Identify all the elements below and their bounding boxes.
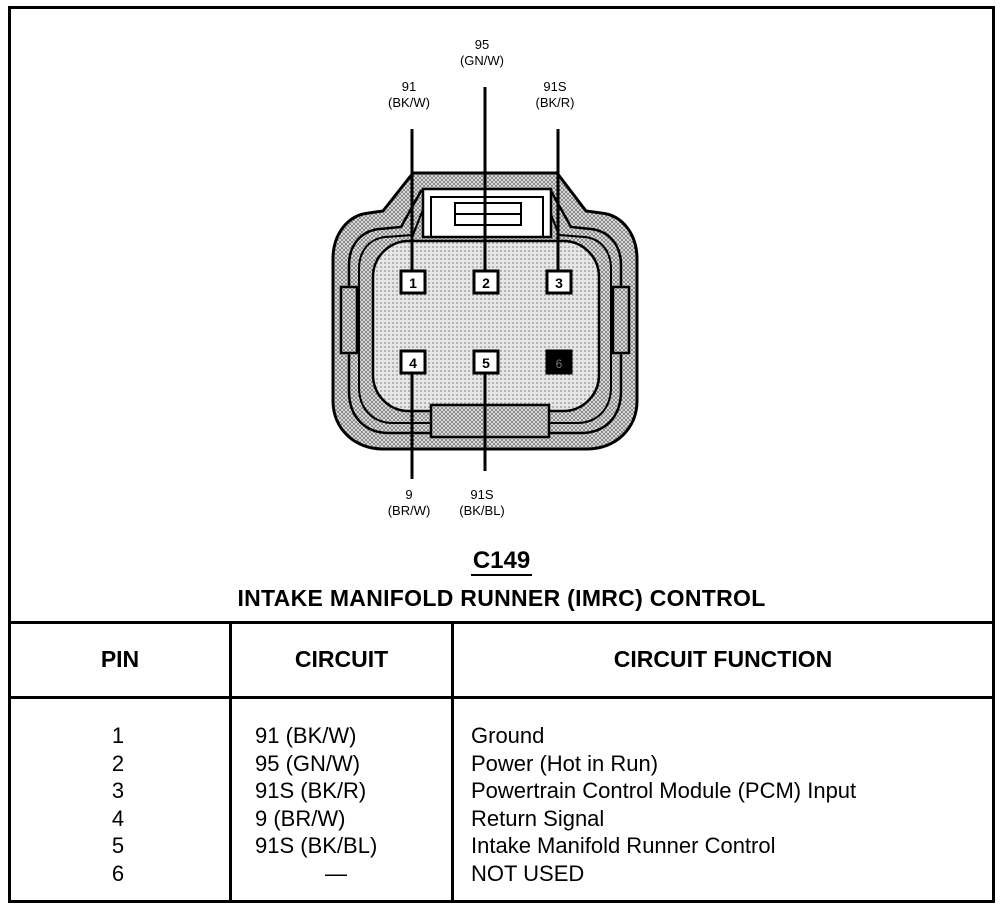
cavity-2: 2 [472,269,500,295]
connector-id: C149 [470,547,533,576]
table-cell-circuit: 91S (BK/BL) [255,833,378,858]
svg-text:4: 4 [409,355,417,371]
side-key-left [339,285,359,355]
table-cell-pin: 3 [111,778,125,803]
table-cell-circuit: 95 (GN/W) [255,750,361,776]
header-function: CIRCUIT FUNCTION [613,646,833,672]
header-circuit: CIRCUIT [294,646,389,672]
circuit-column: 91 (BK/W) 95 (GN/W) 91S (BK/R) 9 (BR/W) … [255,722,435,887]
table-cell-function: Intake Manifold Runner Control [471,833,776,858]
housing-inner-ring-2 [358,198,612,424]
table-cell-pin: 5 [111,833,125,858]
table-cell-function: NOT USED [471,860,585,886]
cavity-3: 3 [545,269,573,295]
cavity-6: 6 [545,349,573,375]
cavity-4: 4 [399,349,427,375]
side-key-right [611,285,631,355]
table-cell-pin: 1 [111,723,125,748]
bottom-tab [429,403,551,439]
cavity-5: 5 [472,349,500,375]
diagram-frame: 1 2 3 4 5 6 95 (GN/W) 91 (BK/W) 91S [8,6,995,903]
wire-label-91: 91 (BK/W) [388,79,430,110]
column-divider [229,624,232,903]
housing-inner-ring [347,189,623,435]
table-cell-function: Power (Hot in Run) [471,750,659,776]
table-cell-pin: 6 [111,860,125,886]
table-cell-circuit: 91 (BK/W) [255,723,357,748]
table-cell-function: Powertrain Control Module (PCM) Input [471,778,857,803]
table-cell-circuit: — [325,860,347,886]
svg-text:1: 1 [409,275,417,291]
wire-label-95: 95 (GN/W) [459,37,505,68]
wire-label-9: 9 (BR/W) [387,487,431,518]
table-cell-circuit: 91S (BK/R) [255,778,367,803]
wire-label-91s-bottom: 91S (BK/BL) [459,487,505,518]
pin-column: 1 2 3 4 5 6 [103,722,133,887]
table-cell-pin: 4 [111,805,125,831]
table-cell-function: Ground [471,723,545,748]
svg-text:3: 3 [555,275,563,291]
connector-title: INTAKE MANIFOLD RUNNER (IMRC) CONTROL [237,585,766,611]
svg-text:6: 6 [556,357,563,371]
header-divider [11,696,992,699]
column-divider [451,624,454,903]
pin-table: PIN CIRCUIT CIRCUIT FUNCTION 1 2 3 4 5 6… [11,621,992,903]
latch-inner [430,196,544,238]
svg-text:5: 5 [482,355,490,371]
svg-text:2: 2 [482,275,490,291]
function-column: Ground Power (Hot in Run) Powertrain Con… [471,722,986,887]
cavity-1: 1 [399,269,427,295]
connector-diagram: 1 2 3 4 5 6 [331,87,639,479]
table-cell-pin: 2 [111,750,125,776]
table-cell-function: Return Signal [471,805,605,831]
header-pin: PIN [100,646,140,672]
table-cell-circuit: 9 (BR/W) [255,805,346,831]
wire-label-91s-top: 91S (BK/R) [535,79,575,110]
